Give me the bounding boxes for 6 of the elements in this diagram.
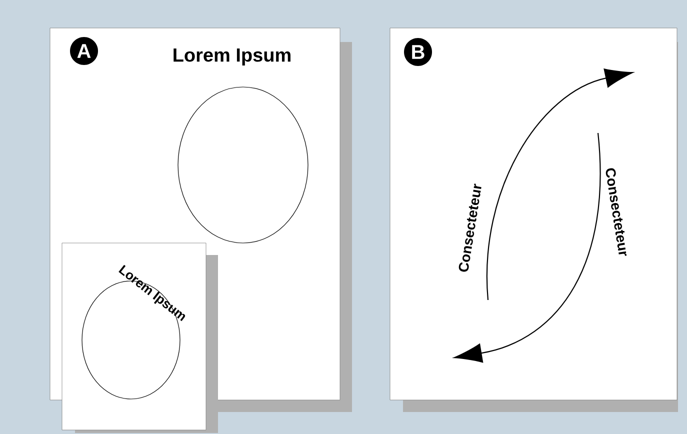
- letter-badge: A: [70, 37, 98, 65]
- curved-text: Consecteteur: [458, 184, 482, 272]
- oval-outline: [178, 86, 308, 244]
- curved-text: Consecteteur: [606, 168, 627, 256]
- heading: Lorem Ipsum: [174, 48, 290, 66]
- letter-badge: B: [404, 38, 432, 66]
